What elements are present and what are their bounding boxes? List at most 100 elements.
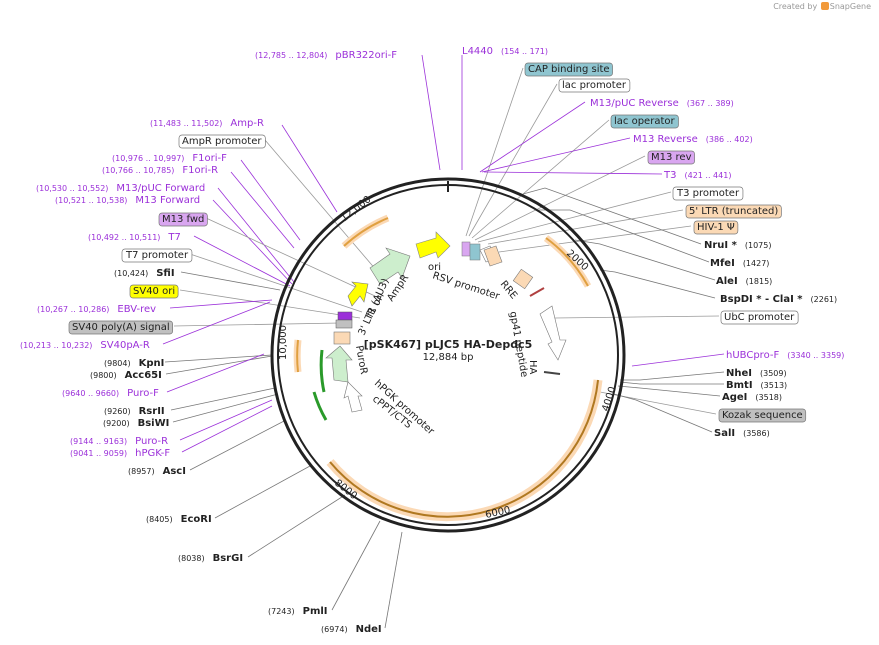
primer-label: T3(421 .. 441) [663, 170, 731, 181]
enzyme-label-part: (3586) [743, 429, 770, 438]
lac-feature-block [461, 241, 471, 257]
feature-label-box [558, 78, 631, 93]
enzyme-label-part: (9804) [104, 359, 131, 368]
enzyme-label-part: AgeI [722, 392, 747, 403]
enzyme-label-part: RsrII [139, 406, 165, 417]
kozak-feature [543, 371, 561, 375]
enzyme-label-part: BspDI * - ClaI * [720, 294, 803, 305]
primer-label-part: EBV-rev [117, 304, 156, 315]
primer-label-part: (154 .. 171) [501, 47, 548, 56]
primer-label: (9144 .. 9163) Puro-R [70, 436, 168, 447]
enzyme-label-part: (1815) [746, 277, 773, 286]
primer-label-part: (10,530 .. 10,552) [36, 184, 108, 193]
primer-label-part: (367 .. 389) [687, 99, 734, 108]
primer-label-part: Amp-R [230, 118, 264, 129]
primer-label-part: Puro-R [135, 436, 168, 447]
feature-label-box [610, 114, 679, 129]
enzyme-label: (6974) NdeI [321, 624, 382, 635]
enzyme-label-part: NdeI [356, 624, 382, 635]
enzyme-label-part: (9260) [104, 407, 131, 416]
primer-label-part: SV40pA-R [100, 340, 149, 351]
inner-label-puror: PuroR [353, 345, 369, 376]
enzyme-label-part: (8405) [146, 515, 173, 524]
primer-label: (9041 .. 9059)hPGK-F [70, 448, 170, 459]
enzyme-label-part: EcoRI [181, 514, 212, 525]
feature-label-box [524, 62, 613, 77]
enzyme-label-part: (6974) [321, 625, 348, 634]
enzyme-label-part: (8957) [128, 467, 155, 476]
enzyme-label: NheI(3509) [726, 368, 787, 379]
primer-label: (10,766 .. 10,785) F1ori-R [102, 165, 218, 176]
primer-label-part: (10,766 .. 10,785) [102, 166, 174, 175]
enzyme-label-part: BsiWI [138, 418, 170, 429]
primer-label-part: (11,483 .. 11,502) [150, 119, 222, 128]
credit-prefix: Created by [773, 2, 818, 11]
enzyme-label-part: SfiI [156, 268, 174, 279]
enzyme-label-part: NruI * [704, 240, 738, 251]
feature-label: HIV-1 Ψ [697, 222, 735, 233]
sv40-block [337, 311, 353, 321]
credit-brand: SnapGene [829, 2, 871, 11]
feature-label: lac promoter [562, 80, 627, 91]
enzyme-label-part: (9200) [103, 419, 130, 428]
enzyme-label-part: AscI [163, 466, 186, 477]
feature-label: SV40 ori [133, 286, 175, 297]
primer-label-part: (3340 .. 3359) [787, 351, 844, 360]
primer-label-part: pBR322ori-F [335, 50, 397, 61]
enzyme-label-part: AleI [716, 276, 738, 287]
inner-label-ori: ori [428, 262, 441, 273]
feature-label-box [121, 248, 193, 263]
primer-label-part: (386 .. 402) [706, 135, 753, 144]
feature-label: UbC promoter [724, 312, 795, 323]
enzyme-label-part: (10,424) [114, 269, 148, 278]
primer-label-part: (10,213 .. 10,232) [20, 341, 92, 350]
tick-label: 6000 [484, 505, 511, 521]
enzyme-label: (8957) AscI [128, 466, 186, 477]
hpgk-cds-arc [312, 391, 328, 421]
inner-label-rsv: RSV promoter [431, 270, 502, 302]
ubc-promoter-arrow [539, 305, 567, 361]
feature-label-box [693, 220, 739, 235]
feature-label-box [647, 150, 695, 165]
primer-label-part: M13 Reverse [633, 134, 698, 145]
primer-label-part: (9640 .. 9660) [62, 389, 119, 398]
enzyme-label-part: Acc65I [125, 370, 162, 381]
tick-label: 12,000 [339, 194, 373, 224]
cds-arcs [293, 214, 603, 522]
primer-label-part: (10,976 .. 10,997) [112, 154, 184, 163]
enzyme-label-part: (3518) [755, 393, 782, 402]
enzyme-label: AleI (1815) [716, 276, 772, 287]
primer-label-part: L4440 [462, 46, 493, 57]
enzyme-label-part: (7243) [268, 607, 295, 616]
enzyme-label: BspDI * - ClaI *(2261) [720, 294, 837, 305]
enzyme-label: NruI *(1075) [704, 240, 771, 251]
primer-label: (9640 .. 9660)Puro-F [62, 388, 159, 399]
feature-label: M13 fwd [162, 214, 204, 225]
primer-label: M13/pUC Reverse(367 .. 389) [590, 98, 734, 109]
rre-feature [512, 268, 534, 290]
puror-cds-arc [319, 349, 326, 393]
primer-label: (10,521 .. 10,538)M13 Forward [55, 195, 200, 206]
feature-label-box [672, 186, 744, 201]
feature-label: M13 rev [651, 152, 692, 163]
primer-label-part: T7 [167, 232, 180, 243]
enzyme-label: (9200) BsiWI [103, 418, 169, 429]
primer-label: (12,785 .. 12,804)pBR322ori-F [255, 50, 397, 61]
primer-label-part: (10,492 .. 10,511) [88, 233, 160, 242]
primer-label: (10,976 .. 10,997) F1ori-F [112, 153, 227, 164]
feature-label: CAP binding site [528, 64, 610, 75]
enzyme-label-part: (1427) [743, 259, 770, 268]
enzyme-label-part: BsrGI [213, 553, 243, 564]
primer-label: (10,267 .. 10,286)EBV-rev [37, 304, 156, 315]
primer-label-part: F1ori-F [192, 153, 227, 164]
enzyme-label-part: BmtI [726, 380, 753, 391]
enzyme-label: (10,424) SfiI [114, 268, 175, 279]
feature-label: T7 promoter [125, 250, 189, 261]
feature-label: Kozak sequence [722, 410, 803, 421]
primer-label-part: T3 [663, 170, 676, 181]
enzyme-label: (9800)Acc65I [90, 370, 162, 381]
primer-label-part: F1ori-R [182, 165, 218, 176]
enzyme-label-part: KpnI [139, 358, 165, 369]
primer-label-part: (9144 .. 9163) [70, 437, 127, 446]
